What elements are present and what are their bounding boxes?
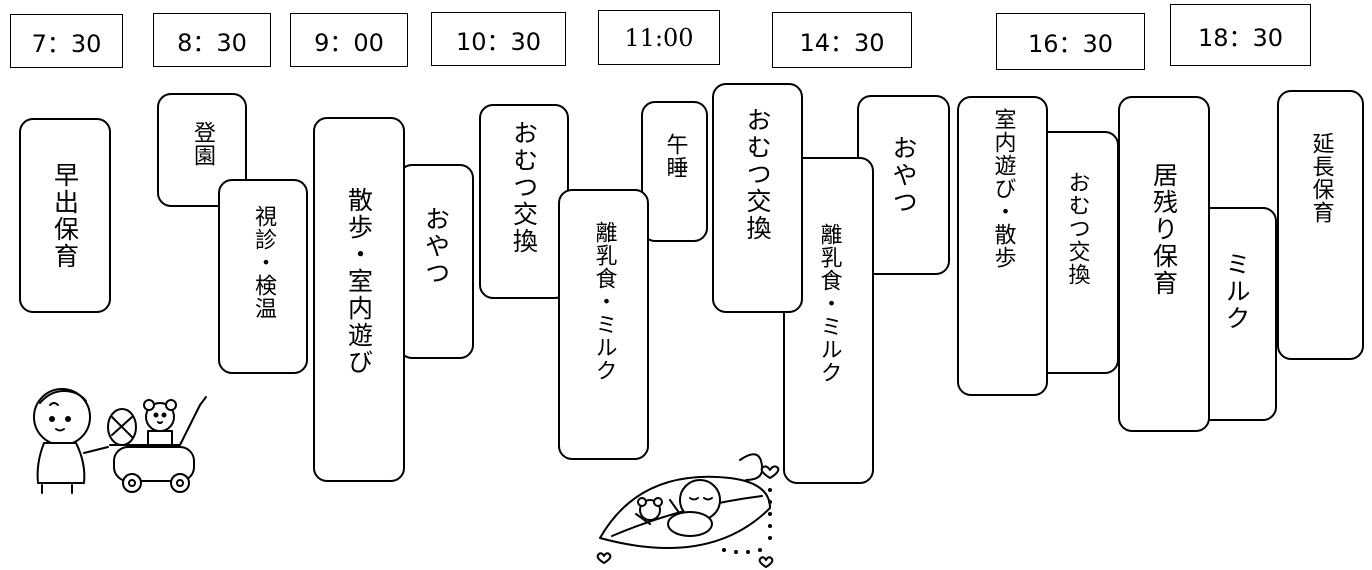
activity-omutsu-2: おむつ交換 (712, 83, 803, 313)
activity-inokori-label: 居残り保育 (1149, 162, 1179, 297)
time-label-1630: 16：30 (996, 13, 1145, 70)
activity-oyatsu-2-label: おやつ (889, 135, 918, 216)
time-label-1830: 18：30 (1170, 4, 1311, 66)
time-label-0730: 7：30 (10, 14, 123, 68)
activity-omutsu-3-label: おむつ交換 (1064, 171, 1090, 286)
activity-omutsu-1-label: おむつ交換 (509, 120, 539, 255)
activity-shishin-label: 視診・検温 (251, 205, 276, 320)
activity-encho: 延長保育 (1277, 90, 1364, 360)
activity-hayade: 早出保育 (19, 118, 111, 313)
activity-gosui: 午睡 (641, 101, 708, 242)
activity-inokori: 居残り保育 (1118, 96, 1210, 432)
time-label-1100: 11:00 (598, 10, 720, 65)
activity-omutsu-1: おむつ交換 (479, 104, 569, 299)
time-label-1030: 10：30 (431, 12, 566, 66)
activity-rinyu-1: 離乳食・ミルク (558, 189, 649, 460)
activity-sanpo-label: 散歩・室内遊び (344, 187, 374, 376)
activity-hayade-label: 早出保育 (50, 161, 80, 270)
activity-milk-label: ミルク (1222, 251, 1251, 332)
time-label-1430: 14：30 (772, 12, 912, 68)
activity-oyatsu-1: おやつ (398, 164, 474, 359)
activity-encho-label: 延長保育 (1308, 132, 1334, 224)
activity-shishin: 視診・検温 (218, 179, 308, 374)
activity-oyatsu-2: おやつ (857, 95, 950, 275)
activity-oyatsu-1-label: おやつ (421, 206, 451, 287)
child-with-walker-illustration (33, 388, 207, 494)
sleeping-baby-illustration (596, 453, 780, 568)
activity-toen-label: 登園 (190, 121, 215, 167)
activity-shitsunai: 室内遊び・散歩 (957, 96, 1048, 396)
activity-shitsunai-label: 室内遊び・散歩 (990, 108, 1016, 269)
activity-omutsu-2-label: おむつ交換 (743, 107, 772, 242)
activity-gosui-label: 午睡 (662, 133, 688, 179)
time-label-0830: 8：30 (153, 13, 271, 67)
activity-rinyu-1-label: 離乳食・ミルク (591, 221, 617, 382)
time-label-0900: 9：00 (290, 13, 408, 67)
activity-rinyu-2-label: 離乳食・ミルク (816, 223, 842, 384)
activity-toen: 登園 (157, 93, 247, 207)
activity-sanpo: 散歩・室内遊び (313, 117, 405, 482)
